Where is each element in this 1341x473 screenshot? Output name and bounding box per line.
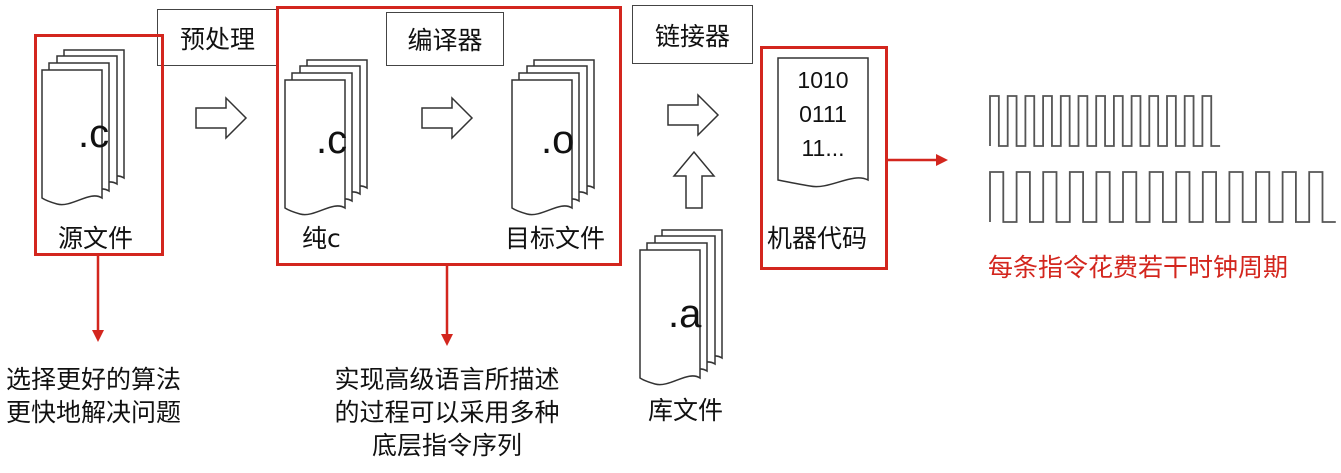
preprocess-stage-label: 预处理	[179, 24, 255, 54]
pure-c-file-ext: .c	[316, 118, 348, 162]
library-file-ext: .a	[668, 292, 702, 336]
library-up-arrow-icon	[672, 150, 716, 209]
source-down-arrow-icon	[92, 256, 104, 342]
object-file-ext: .o	[541, 118, 575, 162]
compiler-stage-box: 编译器	[386, 12, 504, 66]
square-wave-icon	[989, 95, 1336, 223]
source-file-ext: .c	[78, 112, 110, 156]
machine-code-line: 0111	[799, 101, 847, 127]
linker-stage-label: 链接器	[654, 21, 730, 51]
machine-code-lines: 1010 0111 11...	[788, 63, 858, 165]
link-right-arrow-icon	[667, 94, 719, 136]
library-file-label: 库文件	[648, 396, 724, 425]
linker-stage-box: 链接器	[632, 5, 753, 64]
preprocess-right-arrow-icon	[195, 97, 247, 139]
compiler-note-line: 底层指令序列	[371, 431, 522, 460]
compiler-note-line: 的过程可以采用多种	[334, 398, 560, 427]
source-file-label: 源文件	[58, 224, 134, 253]
machine-code-line: 11...	[801, 135, 845, 161]
machine-code-line: 1010	[797, 67, 849, 93]
preprocess-stage-box: 预处理	[157, 9, 278, 66]
compiler-note: 实现高级语言所描述 的过程可以采用多种 底层指令序列	[316, 363, 578, 462]
compiler-note-line: 实现高级语言所描述	[334, 365, 560, 394]
compiler-down-arrow-icon	[441, 266, 453, 346]
source-file-highlight	[34, 34, 164, 256]
machine-code-highlight	[760, 46, 888, 270]
compiler-stage-label: 编译器	[407, 26, 483, 55]
algorithm-note-line: 选择更好的算法	[6, 365, 182, 394]
compiler-highlight	[276, 6, 622, 266]
algorithm-note: 选择更好的算法 更快地解决问题	[6, 363, 181, 429]
algorithm-note-line: 更快地解决问题	[6, 398, 182, 427]
clock-cycles-note: 每条指令花费若干时钟周期	[988, 253, 1289, 282]
object-file-label: 目标文件	[505, 224, 606, 253]
machine-code-label: 机器代码	[767, 224, 868, 253]
pure-c-label: 纯c	[302, 224, 341, 253]
machine-code-page-icon	[777, 57, 869, 188]
machine-code-right-arrow-icon	[887, 154, 948, 166]
